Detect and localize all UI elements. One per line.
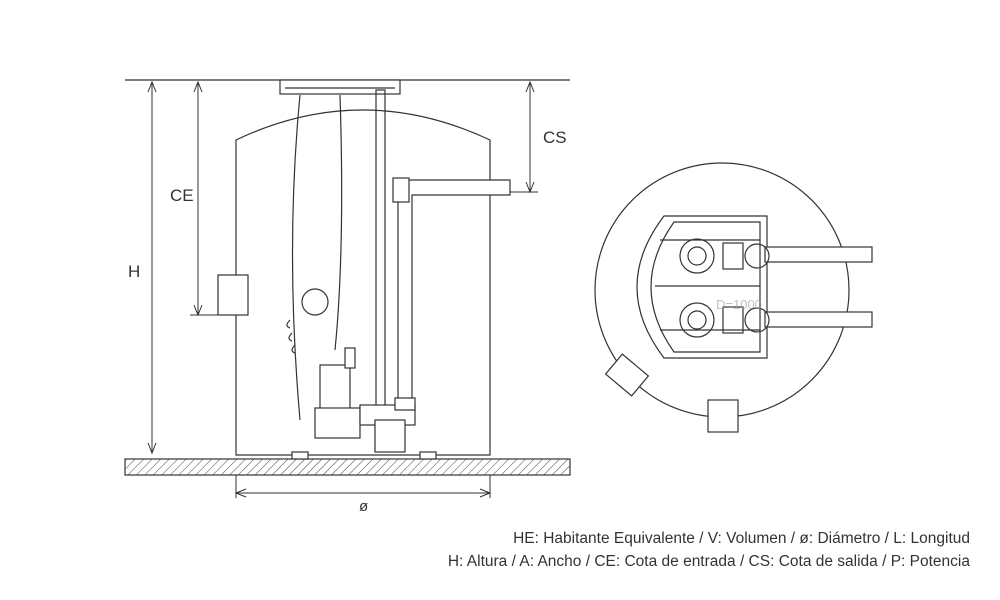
dimension-lines [147,80,538,498]
foot-left [291,451,309,460]
diameter-note: D=1000 [716,297,762,312]
side-view [124,79,571,498]
outlet-box-top [707,399,739,433]
top-view [594,162,873,433]
ground-hatch [124,458,571,476]
manhole-cover [279,79,401,95]
outlet-pipe-2 [764,311,873,328]
dimension-label-outlet: CS [543,128,567,147]
legend-line-2: H: Altura / A: Ancho / CE: Cota de entra… [447,553,970,570]
pump-top-1 [679,238,770,274]
pump-frame [636,215,768,359]
foot-right [419,451,437,460]
inlet-hole [301,288,329,316]
dimension-label-height: H [128,262,141,281]
inlet-box-top [604,353,650,397]
float-cable [291,94,343,421]
inlet-box [217,274,249,316]
dimension-label-inlet: CE [170,186,194,205]
legend-line-1: HE: Habitante Equivalente / V: Volumen /… [513,530,970,547]
pump [314,347,416,453]
tank-body [235,109,491,456]
pump-top-2 [679,302,770,338]
outlet-pipe-1 [764,246,873,263]
dimension-label-diameter: ø [359,498,369,515]
